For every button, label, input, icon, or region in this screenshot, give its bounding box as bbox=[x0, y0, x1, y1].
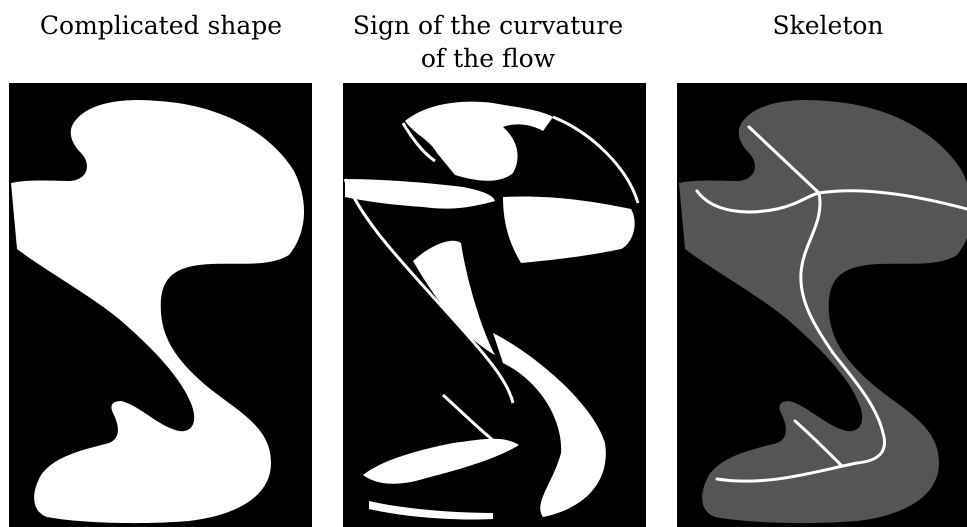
shape-silhouette bbox=[11, 99, 305, 524]
caption-curvature: Sign of the curvature of the flow bbox=[333, 9, 643, 75]
skeleton-spine bbox=[799, 191, 886, 465]
curvature-mid-left-region bbox=[345, 179, 495, 209]
curvature-right-fan bbox=[503, 196, 635, 263]
skeleton-branch-hook bbox=[793, 419, 843, 467]
caption-curvature-line2: of the flow bbox=[420, 44, 556, 73]
panel-curvature bbox=[343, 83, 646, 527]
skeleton-image bbox=[679, 100, 967, 524]
curvature-bottom-hook bbox=[363, 438, 519, 484]
curvature-top-region bbox=[405, 101, 553, 181]
caption-skeleton-text: Skeleton bbox=[772, 11, 884, 40]
curvature-bottom-edge bbox=[369, 501, 493, 520]
skeleton-shape bbox=[679, 100, 967, 524]
curvature-outline-left bbox=[343, 178, 515, 404]
curvature-outline-right bbox=[552, 115, 640, 204]
shape-image bbox=[11, 99, 305, 524]
curvature-lower-arc bbox=[493, 333, 606, 517]
panel-complicated-shape bbox=[9, 83, 312, 527]
curvature-inner-stroke-2 bbox=[401, 122, 436, 163]
curvature-neck-region bbox=[413, 240, 495, 355]
skeleton-branch-top bbox=[747, 125, 821, 195]
caption-complicated-shape-text: Complicated shape bbox=[39, 11, 283, 40]
skeleton-branch-left bbox=[695, 189, 821, 214]
skeleton-branch-right bbox=[817, 189, 967, 211]
skeleton-branch-bottom bbox=[715, 461, 859, 483]
caption-curvature-line1: Sign of the curvature bbox=[352, 11, 624, 40]
caption-complicated-shape: Complicated shape bbox=[0, 9, 322, 42]
caption-skeleton: Skeleton bbox=[673, 9, 967, 42]
panel-skeleton bbox=[677, 83, 967, 527]
curvature-inner-stroke bbox=[441, 393, 500, 447]
curvature-image bbox=[343, 101, 640, 520]
